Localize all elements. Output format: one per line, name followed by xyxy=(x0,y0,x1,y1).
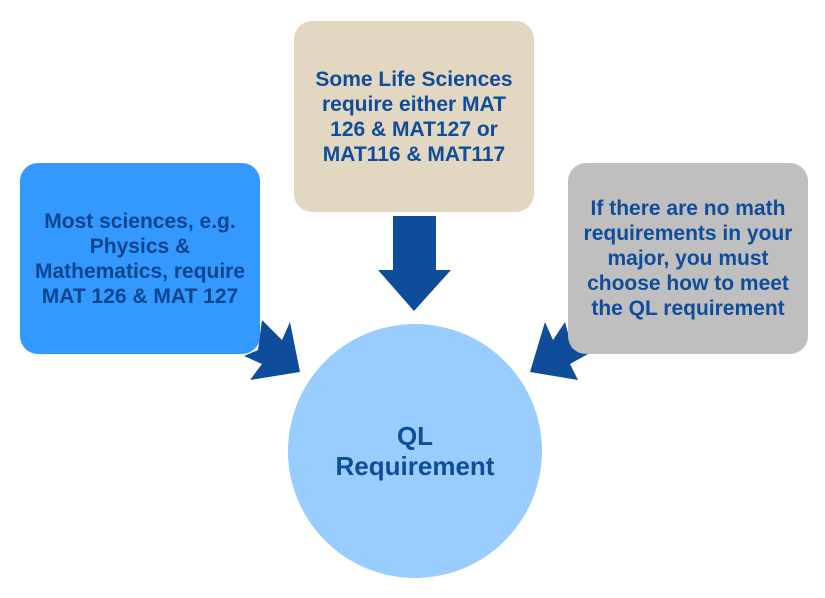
left-box: Most sciences, e.g. Physics & Mathematic… xyxy=(20,163,260,354)
arrow-down-left-icon xyxy=(530,322,588,380)
top-box: Some Life Sciences require either MAT 12… xyxy=(294,21,534,212)
right-box: If there are no math requirements in you… xyxy=(568,163,808,354)
arrow-down-icon xyxy=(378,216,451,311)
left-box-text: Most sciences, e.g. Physics & Mathematic… xyxy=(34,209,246,308)
center-circle: QL Requirement xyxy=(288,324,542,578)
top-box-text: Some Life Sciences require either MAT 12… xyxy=(315,67,513,166)
center-label-line-2: Requirement xyxy=(335,451,495,481)
right-box-text: If there are no math requirements in you… xyxy=(583,197,793,320)
center-label-line-1: QL xyxy=(396,421,434,451)
arrow-down-right-icon xyxy=(244,320,300,380)
